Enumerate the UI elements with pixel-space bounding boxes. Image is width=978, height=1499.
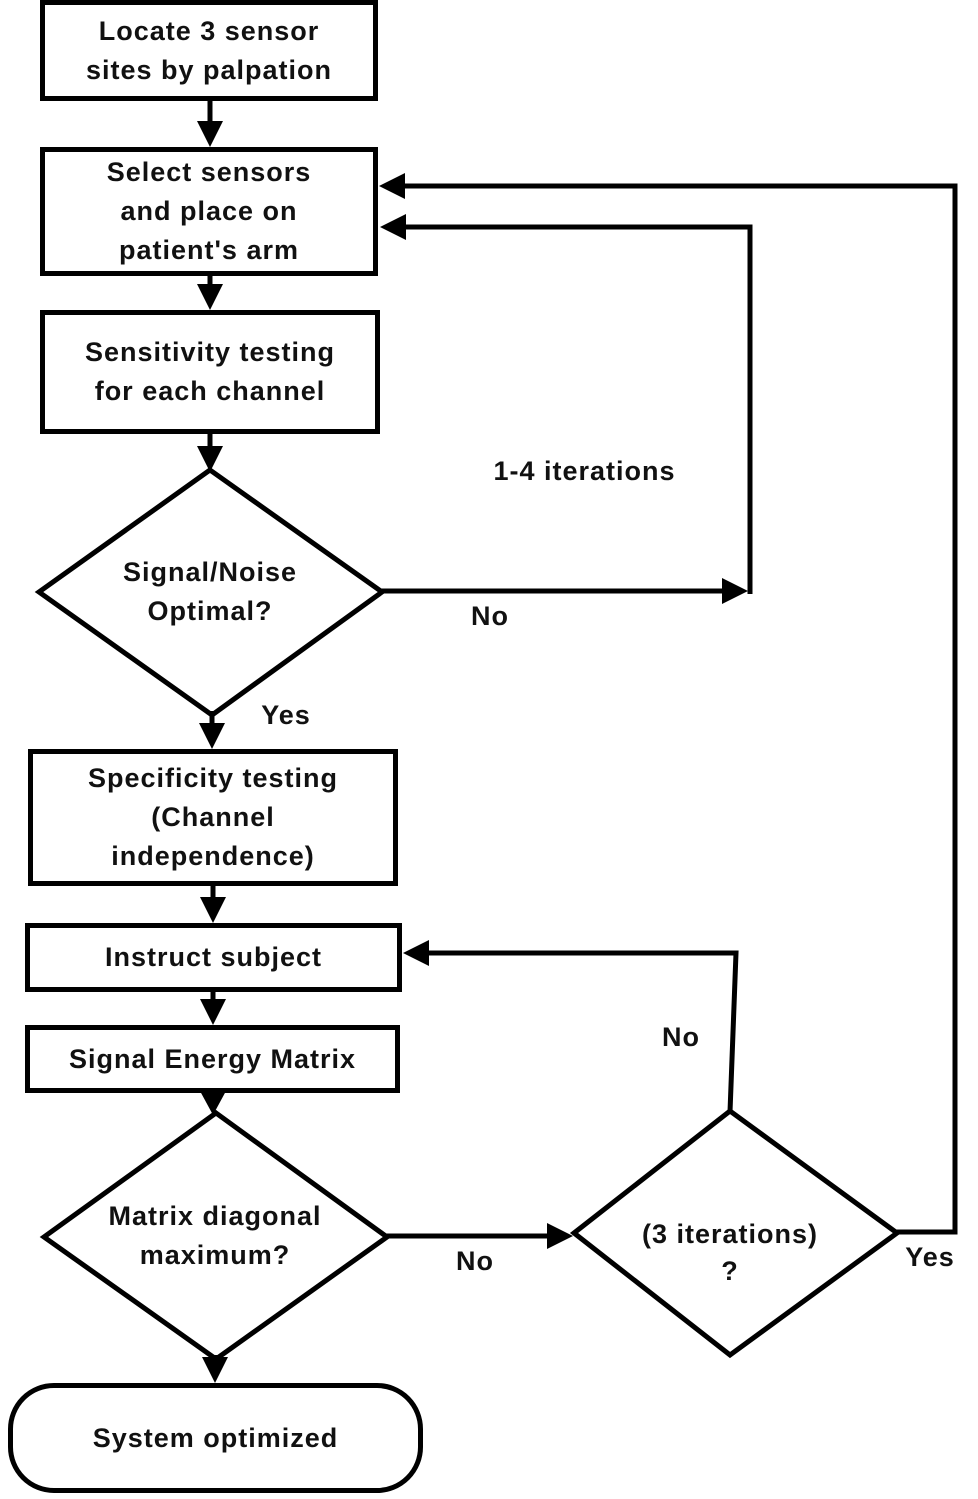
arrowhead-down-icon <box>200 999 226 1025</box>
node-locate-sensor-sites: Locate 3 sensor sites by palpation <box>40 0 378 101</box>
arrowhead-down-icon <box>197 284 223 310</box>
edge-threeiter-yes <box>395 183 958 1235</box>
edge-label-matrix-diagonal-no: No <box>439 1242 511 1281</box>
arrowhead-right-icon <box>722 578 748 604</box>
edge-signalnoise-no-vertical <box>396 224 753 594</box>
arrowhead-left-icon <box>403 940 429 966</box>
node-label: Select sensors and place on patient's ar… <box>106 157 312 265</box>
node-label: Signal Energy Matrix <box>68 1043 357 1074</box>
arrowhead-down-icon <box>199 723 225 749</box>
node-three-iterations: (3 iterations) ? <box>605 1214 855 1292</box>
edge-label-iterations: 1-4 iterations <box>462 452 707 491</box>
node-specificity-testing: Specificity testing (Channel independenc… <box>28 749 398 886</box>
node-label: Matrix diagonal maximum? <box>108 1201 322 1270</box>
node-label: (3 iterations) ? <box>641 1219 819 1286</box>
edge-label-text: No <box>662 1022 700 1052</box>
edge-label-signal-noise-no: No <box>452 597 528 636</box>
arrowhead-left-icon <box>379 173 405 199</box>
edge-label-text: No <box>471 601 509 631</box>
node-matrix-diagonal-maximum: Matrix diagonal maximum? <box>85 1194 345 1278</box>
arrowhead-right-icon <box>547 1223 573 1249</box>
node-label: System optimized <box>92 1422 339 1453</box>
edge-label-signal-noise-yes: Yes <box>250 696 322 735</box>
edge-threeiter-no <box>418 950 739 1113</box>
node-signal-energy-matrix: Signal Energy Matrix <box>25 1025 400 1093</box>
node-label: Sensitivity testing for each channel <box>84 337 336 406</box>
edge-label-text: No <box>456 1246 494 1276</box>
edge-label-three-iterations-no: No <box>645 1018 717 1057</box>
node-select-sensors: Select sensors and place on patient's ar… <box>40 147 378 276</box>
node-sensitivity-testing: Sensitivity testing for each channel <box>40 310 380 434</box>
arrowhead-down-icon <box>197 446 223 472</box>
edge-label-text: Yes <box>905 1242 955 1272</box>
node-label: Specificity testing (Channel independenc… <box>87 763 339 871</box>
arrowhead-down-icon <box>202 1357 228 1383</box>
arrowhead-down-icon <box>197 121 223 147</box>
node-label: Locate 3 sensor sites by palpation <box>85 15 333 85</box>
arrowhead-down-icon <box>200 1091 226 1115</box>
node-signal-noise-optimal: Signal/Noise Optimal? <box>80 550 340 634</box>
edge-label-text: 1-4 iterations <box>493 456 676 486</box>
arrowhead-left-icon <box>380 214 406 240</box>
edge-label-three-iterations-yes: Yes <box>892 1238 968 1277</box>
node-system-optimized: System optimized <box>8 1383 423 1493</box>
node-instruct-subject: Instruct subject <box>25 923 402 992</box>
node-label: Instruct subject <box>104 942 323 972</box>
node-label: Signal/Noise Optimal? <box>122 557 298 626</box>
arrowhead-down-icon <box>200 897 226 923</box>
diamond-three-iterations <box>569 1107 902 1359</box>
edge-label-text: Yes <box>261 700 311 730</box>
